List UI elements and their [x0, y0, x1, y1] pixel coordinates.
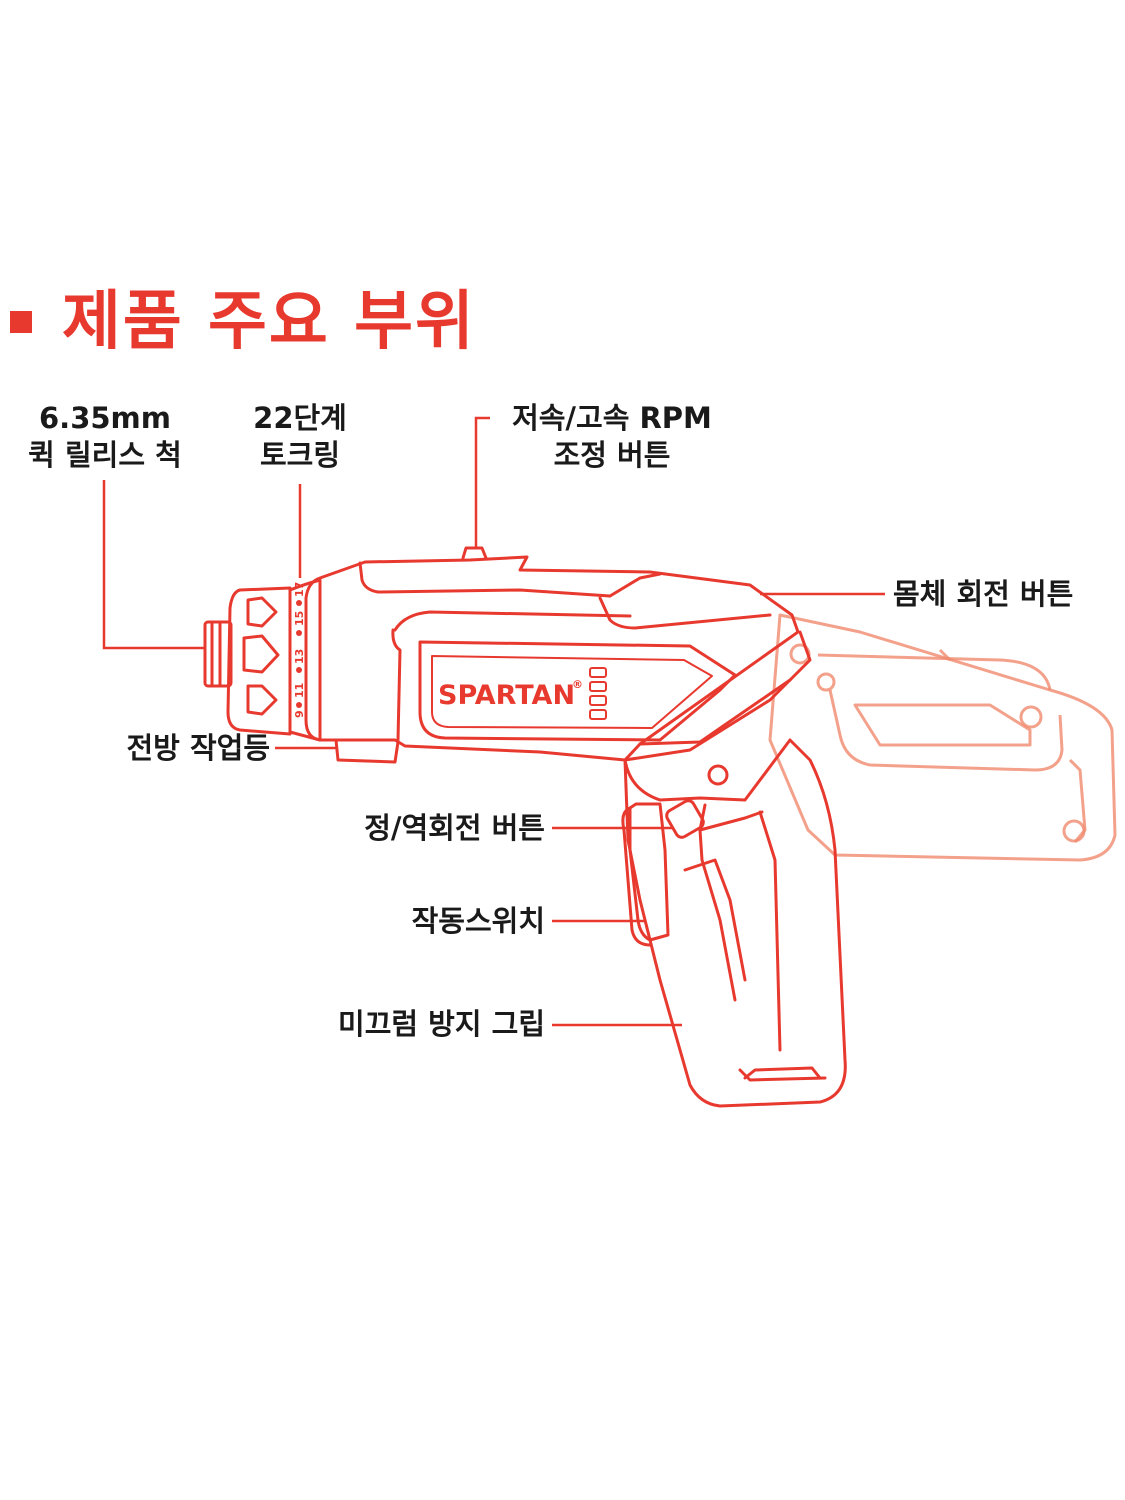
- brand-mark: ®: [572, 678, 583, 691]
- leader-lines: [102, 416, 885, 1027]
- label-rotate-body: 몸체 회전 버튼: [893, 577, 1074, 611]
- label-rpm-line2: 조정 버튼: [553, 438, 671, 472]
- led-indicator-4: [589, 709, 607, 720]
- torque-scale-9: 9: [293, 710, 306, 718]
- label-torque-line2: 토크링: [259, 438, 341, 472]
- torque-dot-2: [296, 667, 302, 673]
- brand-label: SPARTAN: [438, 680, 575, 711]
- label-work-light: 전방 작업등: [126, 731, 271, 765]
- work-light: [334, 738, 400, 764]
- grip-handle: [623, 738, 847, 1108]
- rpm-switch: [461, 546, 488, 560]
- torque-scale-11: 11: [293, 683, 306, 698]
- drill-body: SPARTAN ® 9 11 13 15 17: [203, 546, 847, 1108]
- torque-scale-13: 13: [293, 649, 306, 664]
- title-bullet: [10, 311, 32, 333]
- label-grip: 미끄럼 방지 그립: [338, 1007, 545, 1041]
- pivot-screw: [707, 764, 729, 786]
- page-title: 제품 주요 부위: [62, 285, 476, 359]
- leader-chuck: [102, 480, 205, 650]
- torque-dot-3: [296, 630, 302, 636]
- led-indicator-3: [589, 695, 607, 706]
- torque-scale: 9 11 13 15 17: [293, 582, 306, 718]
- label-direction: 정/역회전 버튼: [364, 811, 545, 845]
- ghost-handle: [768, 613, 1117, 862]
- led-indicator-1: [589, 667, 607, 678]
- label-rpm-line1: 저속/고속 RPM: [512, 401, 712, 435]
- direction-button: [665, 799, 705, 839]
- torque-scale-15: 15: [293, 611, 306, 626]
- led-indicator-2: [589, 681, 607, 692]
- torque-dot-1: [296, 702, 302, 708]
- label-rpm: 저속/고속 RPM 조정 버튼: [492, 400, 732, 474]
- label-trigger: 작동스위치: [411, 904, 545, 938]
- label-torque: 22단계 토크링: [225, 400, 375, 474]
- torque-dot-4: [296, 600, 302, 606]
- torque-ring: [288, 578, 322, 742]
- label-chuck-line2: 퀵 릴리스 척: [28, 438, 182, 472]
- label-torque-line1: 22단계: [253, 401, 347, 435]
- leader-rpm: [474, 416, 490, 548]
- torque-scale-17: 17: [293, 582, 306, 597]
- quick-release-chuck: [203, 620, 233, 688]
- label-chuck: 6.35mm 퀵 릴리스 척: [15, 400, 195, 474]
- title-row: 제품 주요 부위: [10, 282, 476, 362]
- label-chuck-line1: 6.35mm: [39, 401, 171, 435]
